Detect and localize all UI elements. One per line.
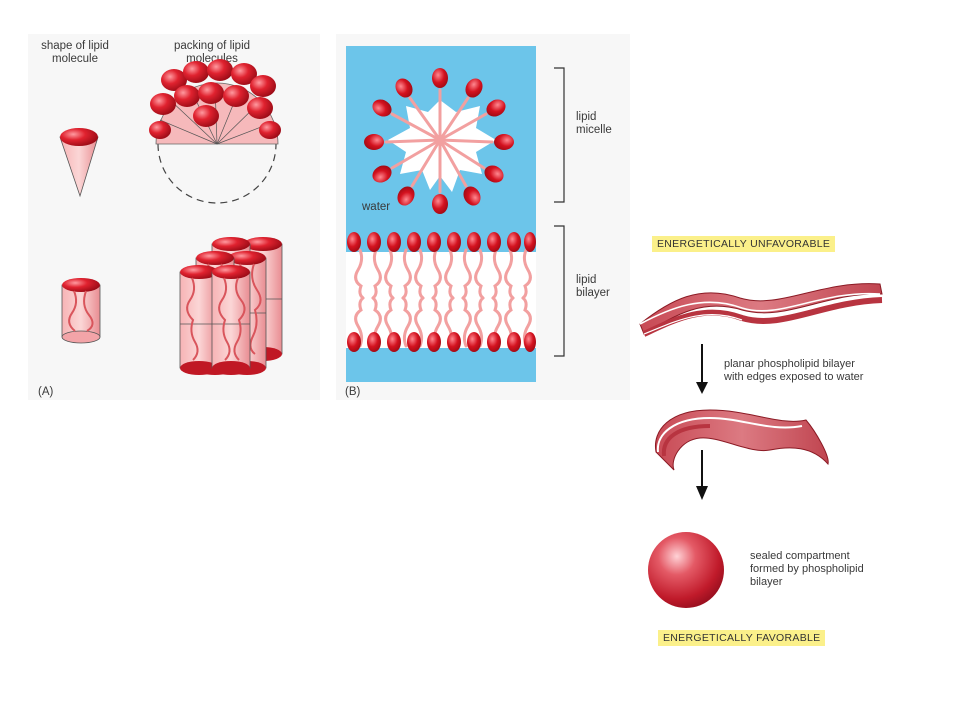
- panel-b-illustration: [346, 46, 565, 382]
- lipid-bilayer-label: lipid bilayer: [576, 274, 610, 299]
- planar-bilayer-caption: planar phospholipid bilayer with edges e…: [724, 358, 864, 383]
- sealed-compartment-sphere: [648, 532, 724, 608]
- energetically-unfavorable-banner: ENERGETICALLY UNFAVORABLE: [652, 236, 836, 252]
- arrow-down-1: [696, 344, 708, 394]
- sealed-compartment-caption: sealed compartment formed by phospholipi…: [750, 550, 864, 588]
- lipid-bilayer: [346, 232, 536, 352]
- curling-bilayer-sheet: [654, 409, 829, 471]
- micelle-packing: [149, 59, 281, 204]
- water-label: water: [362, 201, 391, 213]
- cone-lipid-molecule: [59, 128, 99, 198]
- lipid-micelle-label: lipid micelle: [576, 111, 612, 136]
- energetically-favorable-banner: ENERGETICALLY FAVORABLE: [658, 630, 826, 646]
- panel-b-tag: (B): [345, 386, 361, 398]
- cylinder-lipid-molecule: [61, 278, 101, 344]
- panel-a-illustration: [59, 59, 283, 375]
- micelle-bracket: [554, 67, 565, 203]
- panel-c-illustration: [639, 283, 883, 608]
- shape-of-lipid-header: shape of lipid molecule: [41, 40, 109, 65]
- lipid-micelle: [364, 68, 514, 214]
- planar-bilayer-sheet: [639, 283, 883, 337]
- arrow-down-2: [696, 450, 708, 500]
- bilayer-bracket: [554, 225, 565, 357]
- bilayer-packing: [179, 237, 283, 375]
- panel-a-tag: (A): [38, 386, 54, 398]
